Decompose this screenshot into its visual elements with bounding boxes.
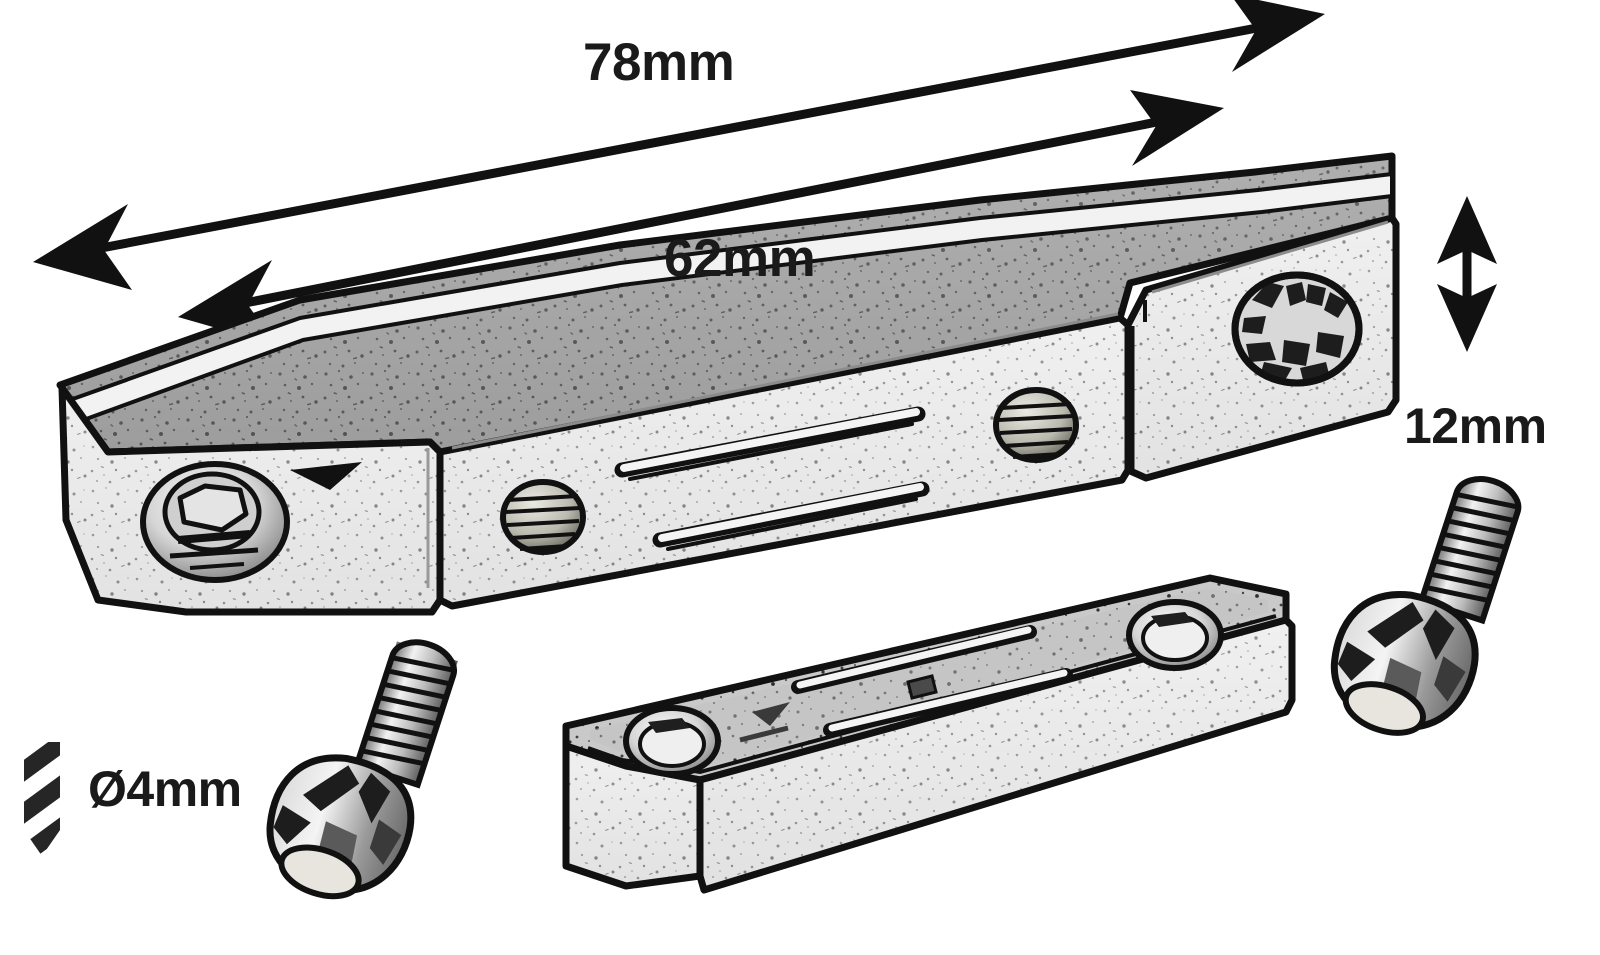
part-backing-plate [562,574,1296,894]
countersunk-hole-left [140,461,290,583]
plate-hole-right [1126,599,1224,671]
dimension-label-78mm: 78mm [583,33,735,92]
dimension-label-62mm: 62mm [664,229,816,288]
drill-bit-icon [24,742,60,856]
threaded-hole-left [500,479,586,555]
dimension-arrow-12mm [1437,196,1497,352]
twin-slot-groove-plate [739,625,1073,743]
dimension-label-12mm: 12mm [1404,398,1547,454]
part-main-bracket [56,152,1400,616]
plate-hole-left [623,705,721,777]
dimension-label-diameter-4mm: Ø4mm [88,761,242,817]
threaded-hole-right [993,387,1079,463]
part-bolt-right [1330,476,1522,736]
dimension-arrow-78mm [33,0,1325,290]
part-bolt-left [266,639,458,900]
twin-slot-groove-bracket [614,406,930,551]
countersunk-screw-right [1231,271,1363,387]
